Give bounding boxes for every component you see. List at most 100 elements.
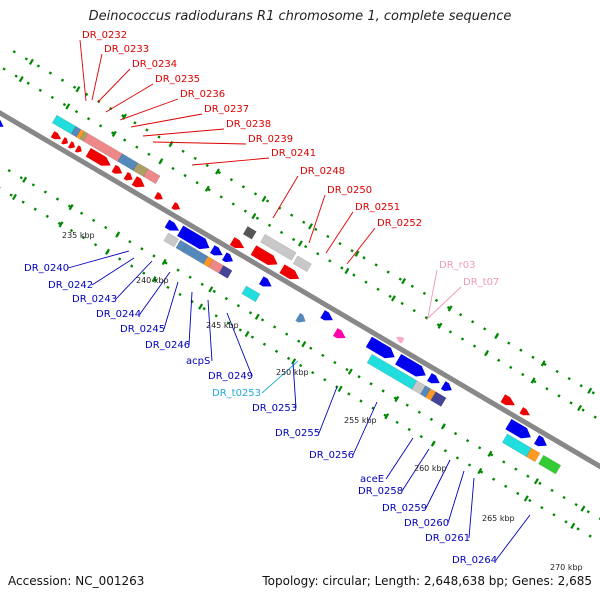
tick-mark bbox=[540, 360, 546, 367]
gene-label-dr-0253: DR_0253 bbox=[252, 403, 297, 414]
tick-dot bbox=[545, 387, 549, 391]
tick-dot bbox=[460, 337, 465, 341]
tick-mark bbox=[494, 332, 500, 340]
tick-dot bbox=[345, 367, 349, 372]
gene-label-dr-0244: DR_0244 bbox=[96, 309, 141, 320]
cog-gene-box bbox=[241, 285, 261, 303]
gene-label-dr-0234: DR_0234 bbox=[132, 59, 177, 70]
kbp-tick-label: 255 kbp bbox=[344, 416, 377, 425]
reverse-gene-arrow bbox=[50, 131, 62, 140]
kbp-tick-label: 245 kbp bbox=[206, 321, 239, 330]
tick-dot bbox=[48, 71, 53, 75]
tick-dot bbox=[491, 477, 496, 481]
tick-dot bbox=[550, 488, 554, 493]
gene-label-dr-0240: DR_0240 bbox=[24, 263, 69, 274]
tick-dot bbox=[286, 356, 291, 361]
tick-dot bbox=[412, 308, 416, 313]
reverse-gene-arrow bbox=[74, 145, 82, 153]
tick-dot bbox=[333, 360, 337, 365]
tick-dot bbox=[36, 64, 41, 68]
gene-label-dr-0238: DR_0238 bbox=[226, 119, 271, 130]
gene-label-dr-0261: DR_0261 bbox=[425, 533, 470, 544]
label-leader bbox=[130, 113, 203, 128]
tick-mark bbox=[394, 395, 400, 403]
tick-dot bbox=[581, 408, 585, 412]
tick-mark bbox=[477, 467, 483, 475]
tick-dot bbox=[55, 197, 60, 201]
backbone-track bbox=[0, 100, 600, 491]
tick-dot bbox=[364, 280, 368, 284]
tick-dot bbox=[193, 156, 197, 160]
tick-dot bbox=[483, 327, 487, 331]
tick-mark bbox=[570, 522, 576, 529]
tick-dot bbox=[72, 85, 77, 89]
gene-label-dr-0260: DR_0260 bbox=[404, 518, 449, 529]
gene-label-dr-0242: DR_0242 bbox=[48, 280, 93, 291]
tick-dot bbox=[219, 195, 223, 199]
tick-mark bbox=[533, 478, 539, 485]
tick-mark bbox=[68, 204, 74, 211]
tick-mark bbox=[354, 250, 360, 257]
tick-dot bbox=[260, 318, 265, 322]
tick-dot bbox=[555, 369, 559, 374]
tick-dot bbox=[98, 124, 103, 128]
kbp-tick-label: 270 kbp bbox=[550, 563, 583, 572]
tick-mark bbox=[251, 212, 257, 220]
gene-label-dr-0239: DR_0239 bbox=[248, 134, 293, 145]
tick-mark bbox=[158, 158, 164, 165]
tick-dot bbox=[400, 301, 404, 306]
label-leader bbox=[292, 362, 297, 409]
tick-mark bbox=[75, 86, 81, 93]
label-leader bbox=[105, 83, 154, 113]
tick-dot bbox=[92, 218, 96, 223]
tick-dot bbox=[557, 394, 561, 398]
tick-dot bbox=[467, 463, 472, 467]
tick-dot bbox=[407, 427, 411, 432]
tick-dot bbox=[86, 117, 91, 121]
tick-dot bbox=[60, 78, 65, 82]
tick-dot bbox=[243, 209, 248, 213]
tick-dot bbox=[202, 307, 206, 311]
tick-dot bbox=[388, 294, 392, 299]
tick-dot bbox=[458, 313, 463, 317]
genome-summary-text: Topology: circular; Length: 2,648,638 bp… bbox=[262, 574, 592, 588]
kbp-tick-label: 240 kbp bbox=[136, 276, 169, 285]
tick-mark bbox=[487, 450, 493, 457]
tick-dot bbox=[419, 434, 423, 439]
gene-labels: DR_0232DR_0233DR_0234DR_0235DR_0236DR_02… bbox=[24, 30, 499, 566]
tick-dot bbox=[38, 88, 42, 92]
label-leader bbox=[401, 448, 430, 492]
label-leader bbox=[447, 470, 465, 524]
tick-mark bbox=[440, 423, 446, 430]
tick-dot bbox=[24, 57, 28, 61]
tick-dot bbox=[540, 505, 544, 510]
tick-dot bbox=[340, 266, 344, 270]
gene-label-dr-0258: DR_0258 bbox=[358, 486, 403, 497]
tick-dot bbox=[176, 268, 180, 272]
tick-dot bbox=[326, 234, 330, 239]
tick-dot bbox=[567, 376, 571, 381]
reverse-gene-arrow bbox=[519, 407, 530, 416]
tick-dot bbox=[265, 199, 270, 203]
label-leader bbox=[191, 157, 270, 166]
tick-mark bbox=[121, 113, 127, 120]
label-leader bbox=[163, 281, 179, 330]
gene-label-dr-0236: DR_0236 bbox=[180, 89, 225, 100]
tick-dot bbox=[323, 378, 327, 382]
gene-label-dr-0250: DR_0250 bbox=[327, 185, 372, 196]
tick-dot bbox=[321, 353, 325, 358]
tick-dot bbox=[147, 152, 151, 156]
reverse-gene-arrow bbox=[279, 264, 300, 280]
tick-dot bbox=[335, 385, 339, 389]
tick-dot bbox=[9, 193, 13, 197]
cog-gene-box bbox=[218, 265, 233, 279]
gene-label-dr-0241: DR_0241 bbox=[271, 148, 316, 159]
tick-dot bbox=[309, 346, 313, 350]
label-leader bbox=[425, 286, 462, 321]
tick-dot bbox=[574, 502, 578, 507]
cog-gene-box bbox=[538, 454, 562, 475]
backbone-line bbox=[0, 100, 600, 491]
cog-gene-box bbox=[525, 447, 541, 463]
